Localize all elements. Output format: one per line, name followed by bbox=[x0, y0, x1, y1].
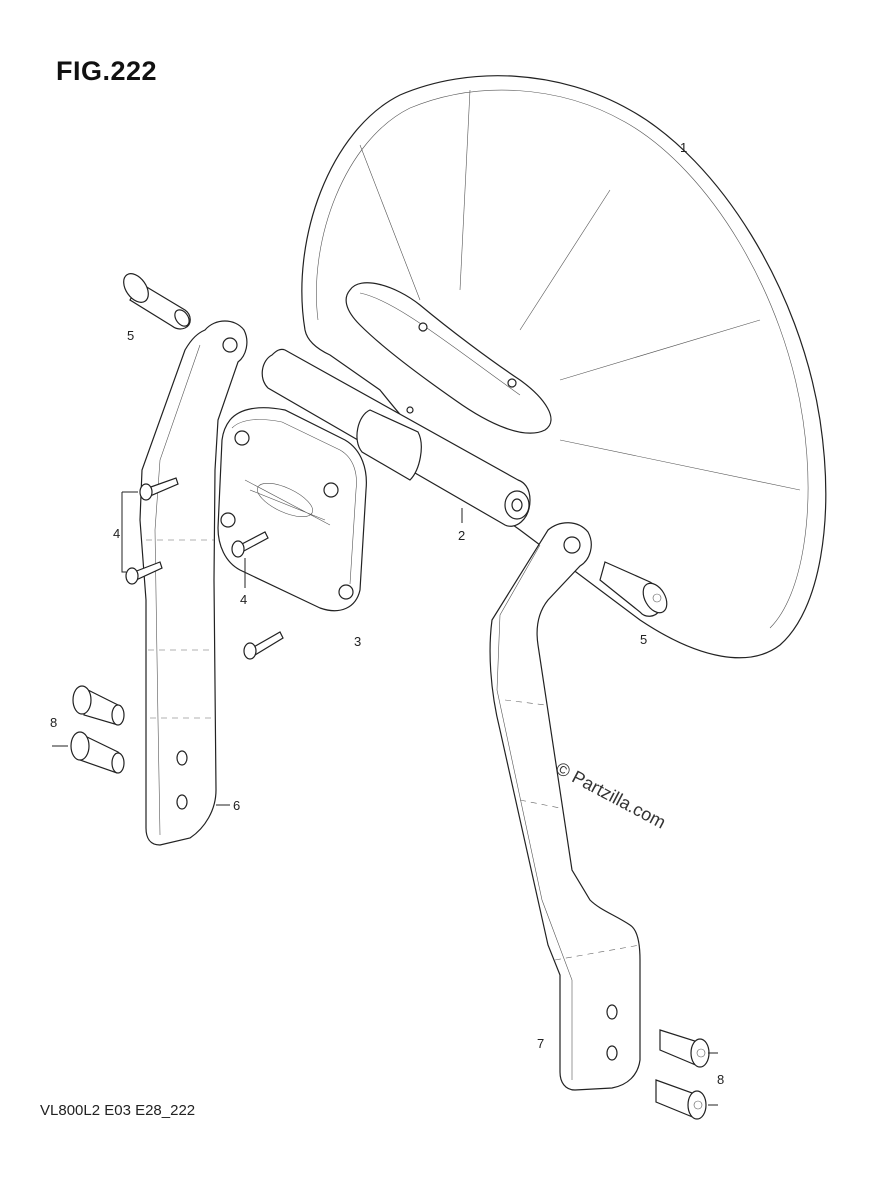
screw-4d[interactable] bbox=[243, 631, 284, 660]
left-bracket[interactable] bbox=[139, 320, 248, 846]
screw-4a[interactable] bbox=[139, 477, 179, 501]
flange-bolt-right-a[interactable] bbox=[659, 1029, 710, 1068]
callout-8-right: 8 bbox=[717, 1072, 724, 1087]
screw-4b[interactable] bbox=[125, 561, 163, 585]
right-bracket[interactable] bbox=[489, 522, 641, 1091]
flange-bolt-left-a[interactable] bbox=[72, 685, 125, 726]
flange-bolt-left-b[interactable] bbox=[70, 731, 125, 774]
callout-5-right: 5 bbox=[640, 632, 647, 647]
emblem-plate[interactable] bbox=[217, 407, 367, 612]
callout-5-left: 5 bbox=[127, 328, 134, 343]
figure-title: FIG.222 bbox=[56, 56, 158, 86]
callout-3: 3 bbox=[354, 634, 361, 649]
callout-6: 6 bbox=[233, 798, 240, 813]
crossbar-tube[interactable] bbox=[261, 348, 531, 527]
leader-4-left bbox=[121, 491, 138, 573]
callout-1: 1 bbox=[680, 140, 687, 155]
diagram-code: VL800L2 E03 E28_222 bbox=[40, 1102, 196, 1119]
screw-4c[interactable] bbox=[231, 531, 269, 558]
shoulder-bolt-left[interactable] bbox=[119, 269, 192, 330]
callout-7: 7 bbox=[537, 1036, 544, 1051]
callout-8-left: 8 bbox=[50, 715, 57, 730]
callout-2: 2 bbox=[458, 528, 465, 543]
flange-bolt-right-b[interactable] bbox=[655, 1079, 707, 1120]
leader-8-right bbox=[708, 1052, 718, 1106]
callout-4-center: 4 bbox=[240, 592, 247, 607]
shoulder-bolt-right[interactable] bbox=[599, 561, 672, 617]
callout-4-left: 4 bbox=[113, 526, 120, 541]
